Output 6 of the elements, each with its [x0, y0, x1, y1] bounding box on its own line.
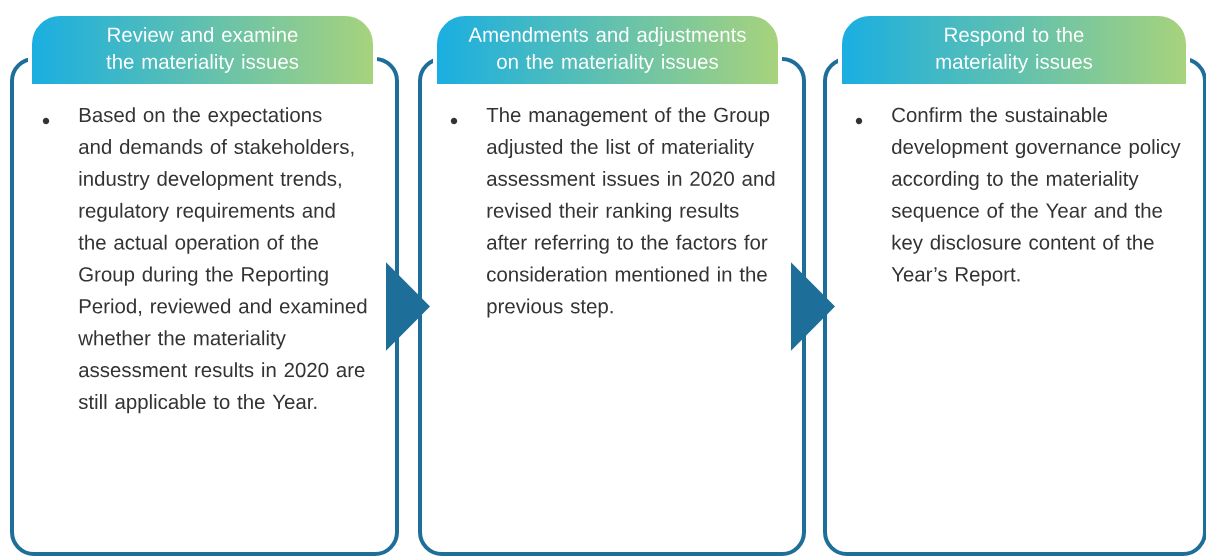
tab-heading: Respond to the materiality issues: [838, 12, 1190, 84]
tab-heading: Amendments and adjustments on the materiality issues: [433, 12, 782, 84]
tab-heading: Review and examine the materiality issues: [28, 12, 377, 84]
body-text: The management of the Group adjusted the list of materiality assessment issues in 2020 and revised their ranking results after referring to the factors for consideration mentioned in the previous step.: [486, 107, 775, 318]
body-text: Based on the expectations and demands of stakeholders, industry development trends, regulatory requirements and the actual operation of the Group during the Reporting Period, reviewed and examined whether the materiality assessment results in 2020 are still applicable to the Year.: [78, 107, 367, 414]
body-text: Confirm the sustainable development governance policy according to the materiality sequence of the Year and the key disclosure content of the Year’s Report.: [891, 107, 1181, 286]
